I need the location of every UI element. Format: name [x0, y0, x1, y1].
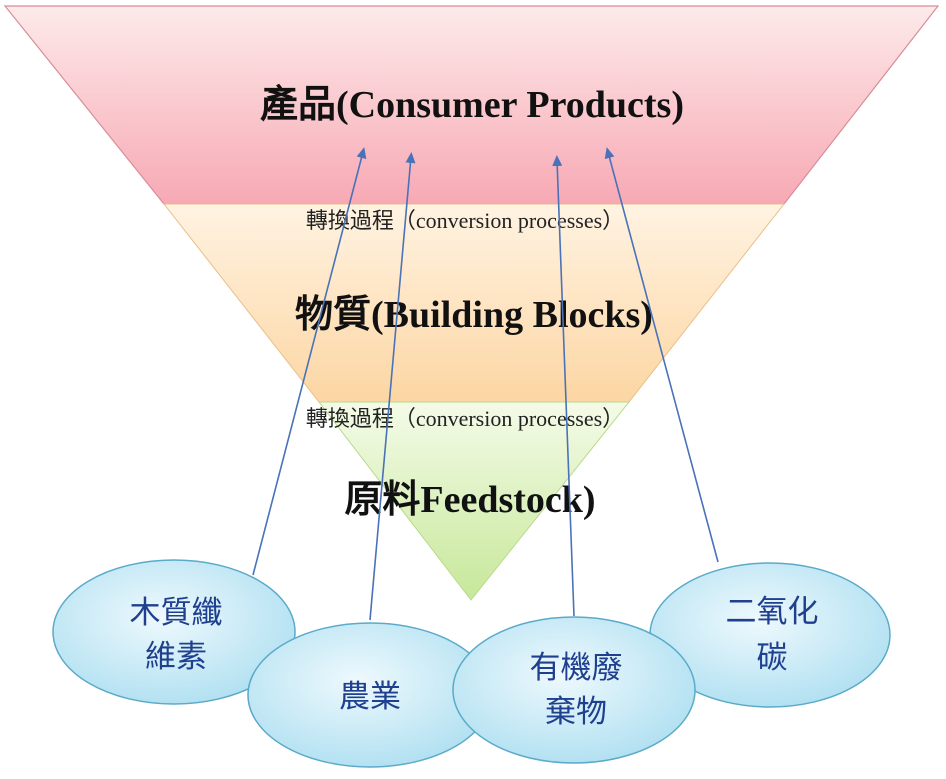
source-organic-waste: 有機廢 棄物: [452, 616, 696, 764]
source-label-line: 維素: [145, 639, 207, 675]
arrow-lignocellulose: [252, 147, 367, 576]
arrow-organic-waste: [552, 155, 575, 617]
source-lignocellulose: 木質纖 維素: [52, 559, 296, 705]
feedstock-title: 原料Feedstock): [344, 479, 595, 521]
source-label-line: 碳: [757, 640, 788, 676]
building-blocks-title: 物質(Building Blocks): [295, 294, 653, 336]
funnel-tier-feedstock: [317, 401, 631, 601]
source-label-line: 有機廢: [530, 650, 623, 686]
source-label-line: 二氧化: [726, 594, 819, 630]
source-label-line: 農業: [339, 679, 401, 715]
lower-conversion-label: 轉換過程（conversion processes）: [306, 406, 624, 431]
upper-conversion-label: 轉換過程（conversion processes）: [306, 208, 624, 233]
source-label-line: 木質纖: [130, 595, 223, 631]
source-carbon-dioxide: 二氧化 碳: [649, 562, 891, 708]
source-label-line: 棄物: [545, 694, 607, 730]
consumer-products-title: 產品(Consumer Products): [260, 83, 684, 126]
source-agriculture: 農業: [247, 622, 493, 768]
arrow-agriculture: [369, 152, 416, 621]
arrow-carbon-dioxide: [604, 147, 719, 563]
